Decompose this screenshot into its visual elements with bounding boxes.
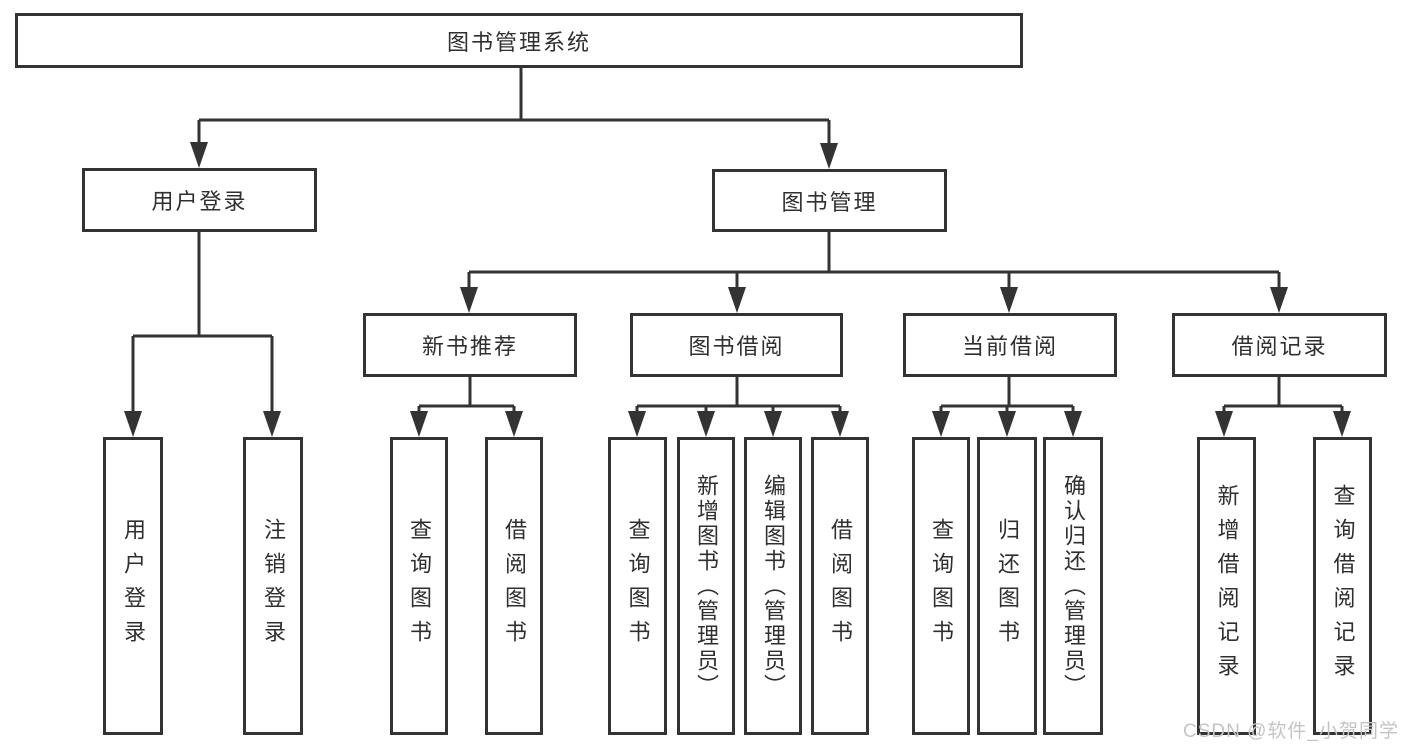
leaf-label: 查询图书 xyxy=(407,518,432,654)
leaf-edit-books-admin: 编辑图书（管理员） xyxy=(744,437,802,735)
leaf-label: 用户登录 xyxy=(121,518,146,654)
node-label: 新书推荐 xyxy=(421,334,518,359)
leaf-query-books-1: 查询图书 xyxy=(390,437,448,735)
leaf-label: 查询借阅记录 xyxy=(1330,484,1356,688)
leaf-borrow-books-2: 借阅图书 xyxy=(811,437,869,735)
node-system-root: 图书管理系统 xyxy=(15,13,1023,68)
node-user-login-branch: 用户登录 xyxy=(82,168,317,232)
leaf-query-borrow-record: 查询借阅记录 xyxy=(1313,437,1372,735)
leaf-query-books-3: 查询图书 xyxy=(912,437,970,735)
node-book-management-branch: 图书管理 xyxy=(712,169,947,232)
node-label: 图书管理 xyxy=(781,189,878,215)
node-label: 当前借阅 xyxy=(961,334,1058,359)
leaf-label: 归还图书 xyxy=(995,518,1020,654)
leaf-label: 注销登录 xyxy=(261,518,286,654)
leaf-logout: 注销登录 xyxy=(243,437,303,735)
node-label: 用户登录 xyxy=(151,189,248,214)
leaf-label: 借阅图书 xyxy=(502,518,527,654)
leaf-label: 查询图书 xyxy=(929,518,954,654)
leaf-label: 新增借阅记录 xyxy=(1214,484,1240,688)
node-label: 借阅记录 xyxy=(1231,334,1328,359)
node-new-book-recommend: 新书推荐 xyxy=(363,313,577,377)
csdn-watermark: CSDN @软件_小贺同学 xyxy=(1183,721,1399,742)
leaf-add-books-admin: 新增图书（管理员） xyxy=(677,437,735,735)
leaf-confirm-return-admin: 确认归还（管理员） xyxy=(1043,437,1103,735)
leaf-label: 查询图书 xyxy=(625,518,651,654)
node-current-borrow: 当前借阅 xyxy=(903,313,1117,377)
leaf-return-books: 归还图书 xyxy=(977,437,1037,735)
node-book-borrow: 图书借阅 xyxy=(630,313,843,377)
node-label: 图书借阅 xyxy=(688,334,785,359)
leaf-query-books-2: 查询图书 xyxy=(608,437,667,735)
node-borrow-records: 借阅记录 xyxy=(1172,313,1387,377)
leaf-label: 编辑图书（管理员） xyxy=(761,473,786,699)
leaf-borrow-books-1: 借阅图书 xyxy=(485,437,543,735)
node-label: 图书管理系统 xyxy=(446,29,591,55)
leaf-add-borrow-record: 新增借阅记录 xyxy=(1197,437,1256,735)
leaf-label: 借阅图书 xyxy=(828,518,853,654)
leaf-label: 新增图书（管理员） xyxy=(694,473,719,699)
leaf-user-login: 用户登录 xyxy=(103,437,163,735)
leaf-label: 确认归还（管理员） xyxy=(1061,473,1086,699)
